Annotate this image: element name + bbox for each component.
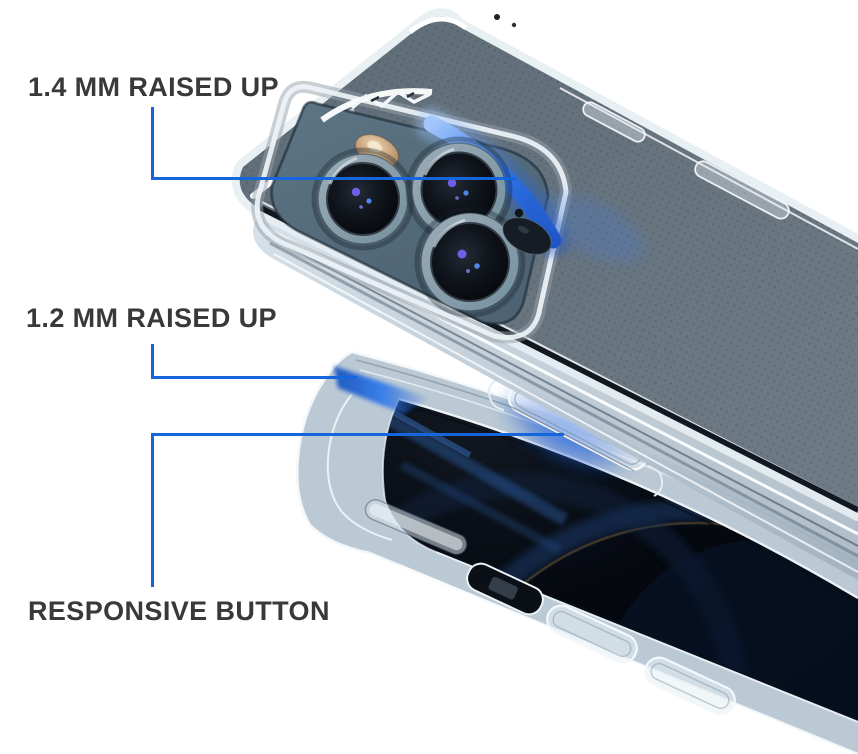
camera-module: [251, 80, 646, 344]
case-top-fleck-1: [494, 14, 500, 20]
leader-line-raised-1-4: [151, 107, 516, 180]
front-lip-glow: [334, 366, 430, 414]
front-lip-edge: [398, 397, 858, 600]
plateau-inner-shadow: [270, 100, 550, 326]
case-top-corner-highlight: [408, 16, 468, 34]
camera-lens-2: [405, 136, 513, 244]
camera-lens-3: [414, 206, 526, 318]
lidar-sensor: [501, 216, 553, 256]
case-corner-inner-ridge: [381, 398, 437, 553]
top-rail-cutout: [582, 101, 646, 143]
mic-hole: [514, 208, 524, 218]
annotations: [151, 107, 564, 587]
case-top-fleck-2: [511, 22, 517, 28]
front-lip-shadow: [401, 404, 858, 604]
top-phone: [231, 8, 858, 580]
lip-specular-band: [320, 88, 433, 123]
volume-button-1: [546, 604, 638, 664]
bottom-phone: [295, 350, 858, 754]
camera-lens-1: [311, 147, 415, 251]
label-raised-1-4: 1.4 MM RAISED UP: [28, 72, 279, 102]
side-wall-streak-2: [269, 241, 858, 558]
case-corner-ridge: [326, 393, 393, 541]
mute-switch-cutout: [466, 562, 544, 616]
button-cutout-left-curl: [487, 379, 505, 411]
case-top-rail: [559, 87, 858, 250]
leader-line-raised-1-2: [151, 344, 357, 379]
lip-crinkle-fleck-2: [406, 91, 415, 99]
leader-line-responsive-button: [151, 433, 564, 587]
lip-crinkle-fleck-1: [370, 95, 380, 103]
back-blue-reflection: [538, 192, 646, 264]
volume-button-2: [644, 656, 736, 716]
antenna-groove: [364, 499, 468, 555]
button-cutout-right-curl: [647, 465, 664, 497]
lip-crinkle: [350, 89, 431, 110]
label-raised-1-2: 1.2 MM RAISED UP: [26, 303, 277, 333]
side-wall-streak-4: [267, 235, 858, 547]
side-wall-streak-3: [273, 253, 858, 573]
camera-lip: [254, 84, 569, 340]
power-button-cutout: [694, 160, 790, 220]
label-responsive-button: RESPONSIVE BUTTON: [28, 596, 330, 626]
